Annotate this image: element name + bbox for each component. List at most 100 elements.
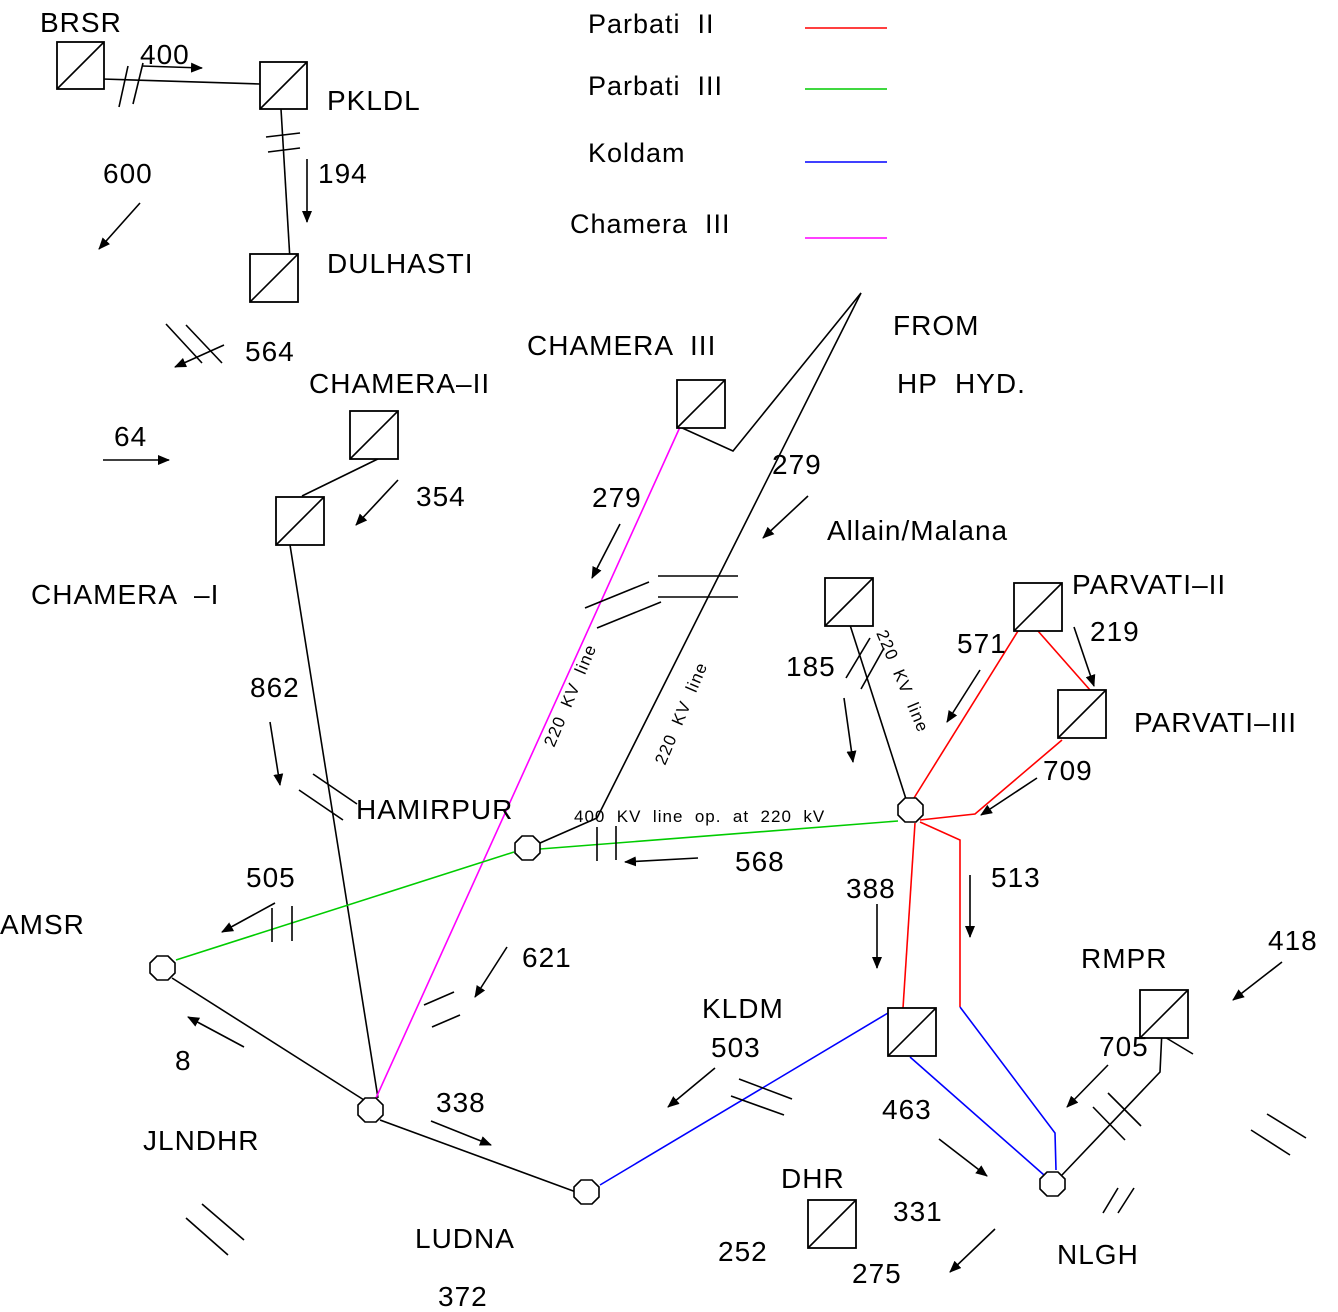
flow-279a: 279 [592, 482, 642, 513]
label-chamera-i: CHAMERA –I [31, 579, 219, 610]
line-kldm-ludna [599, 1012, 889, 1186]
label-220kv-allain: 220 KV line [872, 627, 932, 735]
tick-pkldl-1 [265, 132, 301, 138]
arrow-503 [667, 1067, 716, 1108]
stations [56, 41, 1189, 1249]
station-parvati-ii [1013, 582, 1063, 632]
flow-400: 400 [140, 39, 190, 70]
arrow-275 [949, 1228, 996, 1273]
line-jlndhr-ludna [379, 1119, 577, 1193]
tick-brsr-2 [132, 62, 144, 105]
legend-label-koldam: Koldam [588, 138, 686, 168]
flow-709: 709 [1043, 755, 1093, 786]
arrow-279b [762, 495, 809, 539]
flow-600: 600 [103, 158, 153, 189]
label-brsr: BRSR [40, 7, 122, 38]
flow-621: 621 [522, 942, 572, 973]
label-400kv: 400 KV line op. at 220 kV [574, 807, 825, 826]
station-chamera-iii [676, 379, 726, 429]
station-dulhasti [249, 253, 299, 303]
flow-185: 185 [786, 651, 836, 682]
arrow-219 [1073, 626, 1096, 687]
label-chamera-iii: CHAMERA III [527, 330, 716, 361]
flow-463: 463 [882, 1094, 932, 1125]
arrow-571 [946, 669, 981, 723]
flow-arrows [98, 62, 1283, 1273]
bus-ludna [573, 1179, 600, 1205]
flow-275: 275 [852, 1258, 902, 1289]
tick-ham-1 [312, 773, 358, 805]
tick-right-2 [1266, 1113, 1307, 1139]
flow-513: 513 [991, 862, 1041, 893]
flow-354: 354 [416, 481, 466, 512]
label-220kv-hp: 220 KV line [651, 659, 711, 767]
flow-64: 64 [114, 421, 147, 452]
flow-194: 194 [318, 158, 368, 189]
label-nlgh: NLGH [1057, 1239, 1139, 1270]
arrow-279a [591, 523, 621, 579]
arrow-564 [174, 344, 225, 368]
tick-rmpr-2 [1107, 1092, 1142, 1127]
label-pkldl: PKLDL [327, 85, 421, 116]
tick-ch3-2 [596, 601, 662, 629]
tick-nlgh-1 [1102, 1187, 1119, 1214]
line-parvati-ii-iii [1037, 630, 1091, 691]
bus-jlndhr [357, 1097, 384, 1123]
arrow-400 [141, 62, 203, 73]
label-jlndhr: JLNDHR [143, 1125, 259, 1156]
line-chamera-iii-jlndhr [375, 426, 681, 1099]
arrow-185 [843, 697, 857, 763]
tick-jlndhr-2 [201, 1203, 245, 1241]
flow-505: 505 [246, 862, 296, 893]
bus-nlgh [1039, 1171, 1066, 1197]
line-parvati-iii-bus [919, 739, 1063, 821]
flow-418: 418 [1268, 925, 1318, 956]
flow-279b: 279 [772, 449, 822, 480]
line-chamera-i-jlndhr [289, 544, 379, 1099]
arrow-568 [624, 856, 699, 867]
station-pkldl [259, 61, 308, 110]
tick-621-1 [423, 991, 455, 1006]
line-red-nlgh-blue [959, 1006, 1057, 1171]
arrow-505 [221, 902, 276, 933]
label-chamera-ii: CHAMERA–II [309, 368, 490, 399]
flow-331: 331 [893, 1196, 943, 1227]
transmission-lines [101, 78, 1163, 1193]
station-dhr [807, 1199, 857, 1249]
flow-252: 252 [718, 1236, 768, 1267]
station-chamera-i [275, 496, 325, 546]
arrow-600 [98, 202, 141, 250]
label-dulhasti: DULHASTI [327, 248, 473, 279]
legend: Parbati II Parbati III Koldam Chamera II… [570, 9, 887, 239]
line-type-labels: 220 KV line 220 KV line 220 KV line 400 … [540, 627, 932, 826]
line-bus-kldm [902, 822, 916, 1009]
flow-372: 372 [438, 1281, 488, 1312]
legend-label-parbati-iii: Parbati III [588, 71, 723, 101]
label-from: FROM [893, 310, 979, 341]
label-kldm: KLDM [702, 993, 784, 1024]
line-pkldl-dulhasti [280, 108, 291, 261]
flow-503: 503 [711, 1032, 761, 1063]
label-parvati-ii: PARVATI–II [1072, 569, 1226, 600]
arrow-705 [1066, 1064, 1109, 1108]
line-amsr-jlndhr [171, 977, 365, 1101]
flow-705: 705 [1099, 1031, 1149, 1062]
tick-621-2 [431, 1014, 461, 1028]
flow-8: 8 [175, 1045, 192, 1076]
label-220kv-chamera: 220 KV line [540, 641, 600, 749]
station-chamera-ii [349, 410, 399, 460]
arrow-709 [980, 777, 1038, 816]
legend-label-chamera-iii: Chamera III [570, 209, 731, 239]
tick-ham-2 [298, 789, 344, 821]
label-allain-malana: Allain/Malana [827, 515, 1008, 546]
legend-label-parbati-ii: Parbati II [588, 9, 715, 39]
line-brsr-pkldl [101, 78, 261, 85]
line-kldm-nlgh [909, 1056, 1045, 1176]
station-labels: BRSR PKLDL DULHASTI CHAMERA–II CHAMERA I… [0, 7, 1296, 1270]
label-ludna: LUDNA [415, 1223, 515, 1254]
tick-kldm-2 [730, 1095, 785, 1116]
label-hp-hyd: HP HYD. [897, 368, 1026, 399]
bus-amsr [149, 955, 176, 981]
line-hamirpur-amsr [175, 851, 515, 961]
label-dhr: DHR [781, 1163, 845, 1194]
